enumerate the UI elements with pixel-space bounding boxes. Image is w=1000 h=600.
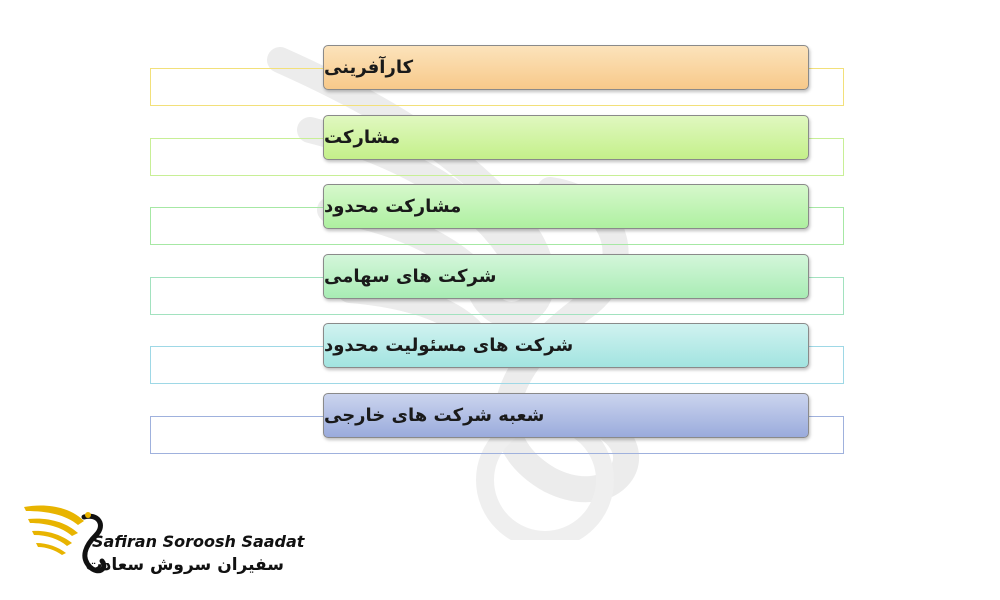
diagram-item-label: مشارکت (324, 126, 401, 148)
diagram-item-label: شرکت های سهامی (324, 265, 497, 287)
diagram-item-label: شعبه شرکت های خارجی (324, 404, 545, 426)
logo-persian-text: سفیران سروش سعادت (85, 555, 284, 575)
logo-latin-text: Safiran Soroosh Saadat (92, 532, 305, 551)
diagram-item-box: شعبه شرکت های خارجی (323, 392, 809, 438)
diagram-item-box: مشارکت (323, 114, 809, 160)
diagram-item-label: شرکت های مسئولیت محدود (324, 335, 574, 356)
diagram-item-label: کارآفرینی (324, 57, 414, 78)
diagram-item-box: کارآفرینی (323, 45, 809, 90)
golden-swan-icon (24, 505, 107, 574)
diagram-item-box: شرکت های مسئولیت محدود (323, 323, 809, 368)
diagram-item-box: شرکت های سهامی (323, 253, 809, 299)
diagram-item-box: مشارکت محدود (323, 184, 809, 229)
diagram-item-label: مشارکت محدود (324, 196, 462, 217)
